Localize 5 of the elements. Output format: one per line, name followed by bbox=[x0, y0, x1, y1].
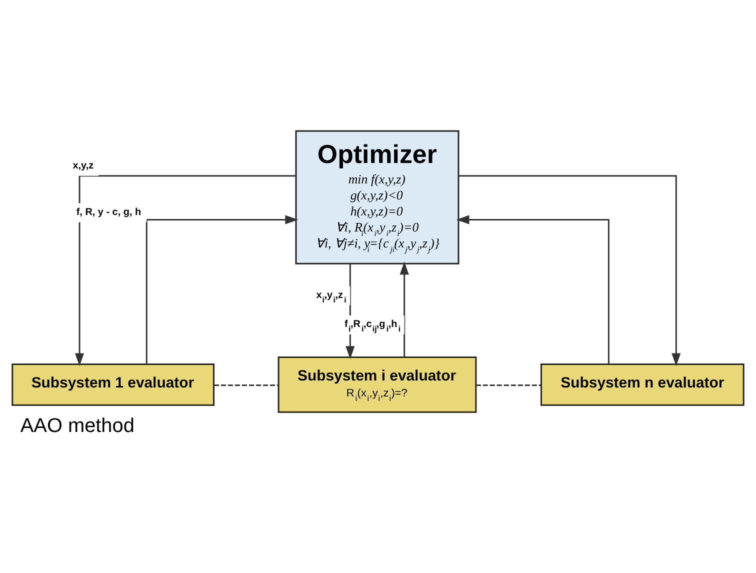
edge-label: x$_{i}$,y$_{i}$,z$_{i}$ bbox=[316, 290, 346, 304]
edge-label: f, R, y - c, g, h bbox=[76, 206, 142, 218]
caption: AAO method bbox=[20, 415, 134, 438]
edge-label: x,y,z bbox=[72, 160, 94, 172]
edge-label: f$_{i}$,R$_{i}$,c$_{ij}$,g$_{i}$,h$_{i}$ bbox=[344, 318, 401, 334]
